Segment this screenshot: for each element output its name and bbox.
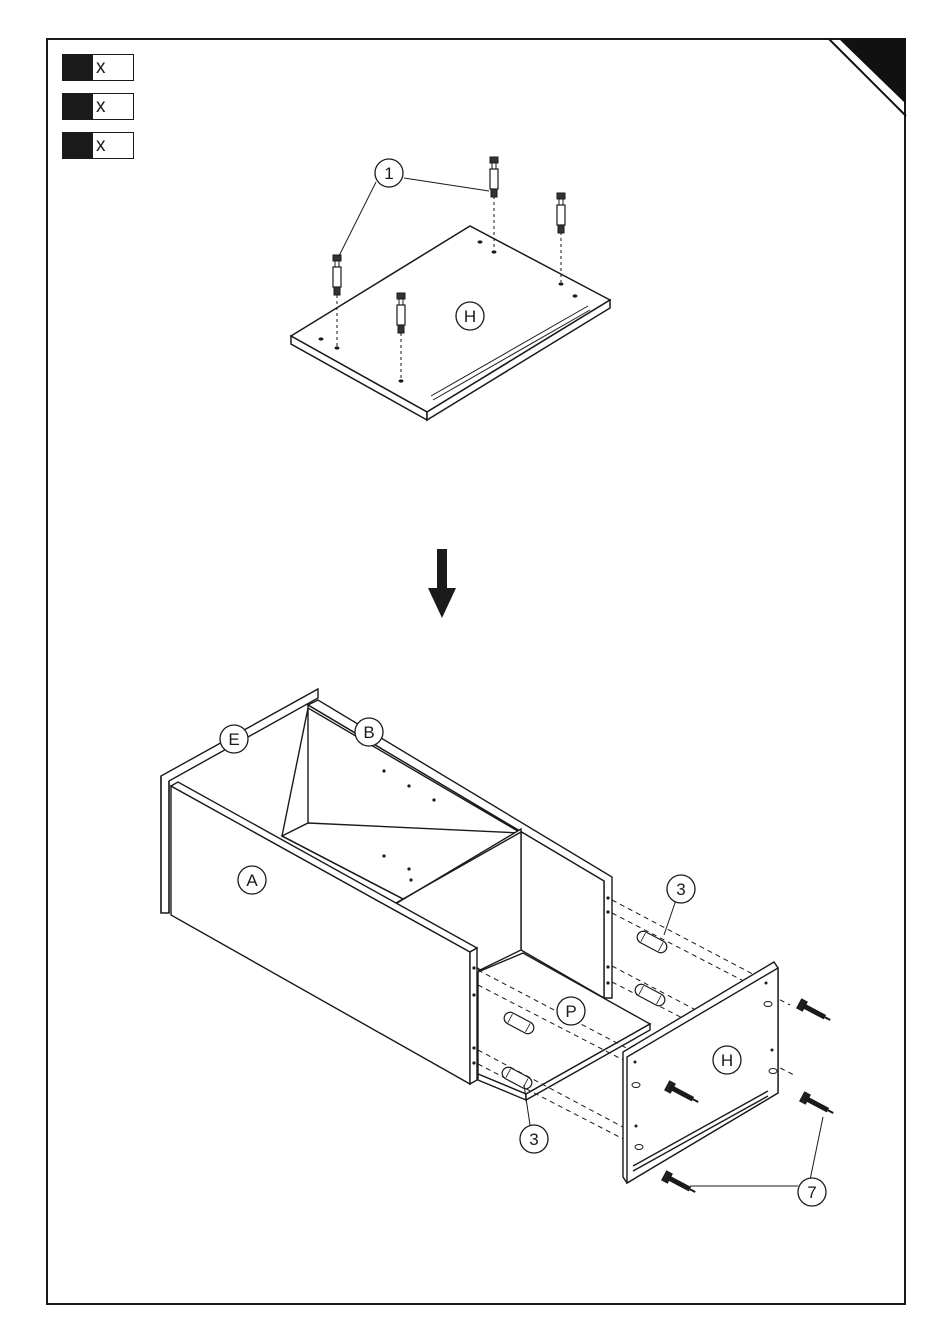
callout-dowel-bottom: 3 — [520, 1125, 548, 1153]
label-back-panel-b: B — [355, 718, 383, 746]
callout-screw-text: 7 — [807, 1183, 816, 1202]
callout-cam-bolt: 1 — [375, 159, 403, 187]
cam-bolt-1 — [333, 255, 341, 295]
label-front-panel-a: A — [238, 866, 266, 894]
callout-dowel-top: 3 — [667, 875, 695, 903]
cam-bolt-4 — [557, 193, 565, 233]
label-bottom-panel-p: P — [557, 997, 585, 1025]
label-front-panel-a-text: A — [246, 871, 258, 890]
callout-cam-bolt-text: 1 — [384, 164, 393, 183]
down-arrow-icon — [428, 549, 456, 618]
cam-bolt-2 — [397, 293, 405, 333]
screw-2 — [800, 1092, 836, 1117]
callout-screw: 7 — [798, 1178, 826, 1206]
label-end-panel-h-text: H — [721, 1051, 733, 1070]
top-panel-h-face — [291, 226, 610, 412]
label-side-panel-e: E — [220, 725, 248, 753]
label-end-panel-h: H — [713, 1046, 741, 1074]
label-top-panel-h-text: H — [464, 307, 476, 326]
label-top-panel-h: H — [456, 302, 484, 330]
screw-4 — [662, 1171, 698, 1196]
label-bottom-panel-p-text: P — [565, 1002, 576, 1021]
step-cabinet-group — [161, 689, 836, 1196]
label-back-panel-b-text: B — [363, 723, 374, 742]
dowel-1 — [635, 929, 669, 955]
dowel-2 — [633, 982, 667, 1008]
callout-dowel-top-text: 3 — [676, 880, 685, 899]
label-side-panel-e-text: E — [228, 730, 239, 749]
screw-1 — [797, 999, 833, 1024]
cam-bolt-3 — [490, 157, 498, 197]
callout-dowel-bottom-text: 3 — [529, 1130, 538, 1149]
step-top-panel-group — [291, 157, 610, 420]
